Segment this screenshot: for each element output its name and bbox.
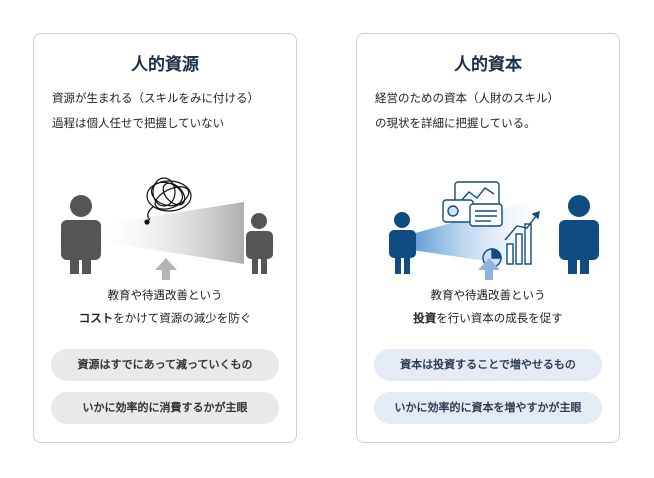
up-arrow-icon [155, 258, 177, 280]
card-description: 経営のための資本（人財のスキル） の現状を詳細に把握している。 [375, 86, 607, 136]
caption-rest: を行い資本の成長を促す [436, 311, 563, 325]
person-small-icon [246, 213, 273, 274]
person-small-icon [389, 212, 416, 274]
summary-pill: 資本は投資することで増やせるもの [374, 349, 602, 381]
human-capital-card: 人的資本 経営のための資本（人財のスキル） の現状を詳細に把握している。 [356, 33, 620, 443]
description-line: 経営のための資本（人財のスキル） [375, 91, 559, 105]
dashboard-icon [442, 181, 503, 227]
human-resource-card: 人的資源 資源が生まれる（スキルをみに付ける） 過程は個人任せで把握していない [33, 33, 297, 443]
growth-chart-icon [482, 210, 540, 268]
summary-pill: いかに効率的に資本を増やすかが主眼 [374, 392, 602, 424]
person-large-icon [559, 195, 599, 274]
person-large-icon [61, 195, 101, 274]
caption-line: コストをかけて資源の減少を防ぐ [34, 307, 296, 330]
tangled-thought-icon [144, 177, 192, 225]
card-caption: 教育や待遇改善という 投資を行い資本の成長を促す [357, 284, 619, 330]
description-line: の現状を詳細に把握している。 [375, 116, 536, 130]
caption-line: 投資を行い資本の成長を促す [357, 307, 619, 330]
caption-emphasis: コスト [78, 311, 114, 325]
capital-illustration [389, 181, 599, 274]
resource-illustration [61, 177, 273, 274]
caption-line: 教育や待遇改善という [430, 288, 546, 302]
card-description: 資源が生まれる（スキルをみに付ける） 過程は個人任せで把握していない [52, 86, 284, 136]
card-title: 人的資源 [131, 55, 199, 75]
card-caption: 教育や待遇改善という コストをかけて資源の減少を防ぐ [34, 284, 296, 330]
description-line: 資源が生まれる（スキルをみに付ける） [52, 91, 259, 105]
card-title: 人的資本 [454, 55, 522, 75]
summary-pill: 資源はすでにあって減っていくもの [51, 349, 279, 381]
caption-line: 教育や待遇改善という [107, 288, 223, 302]
up-arrow-icon [478, 258, 500, 280]
summary-pill: いかに効率的に消費するかが主眼 [51, 392, 279, 424]
light-beam [104, 202, 244, 264]
description-line: 過程は個人任せで把握していない [52, 116, 225, 130]
caption-rest: をかけて資源の減少を防ぐ [113, 311, 252, 325]
caption-emphasis: 投資 [413, 311, 437, 325]
